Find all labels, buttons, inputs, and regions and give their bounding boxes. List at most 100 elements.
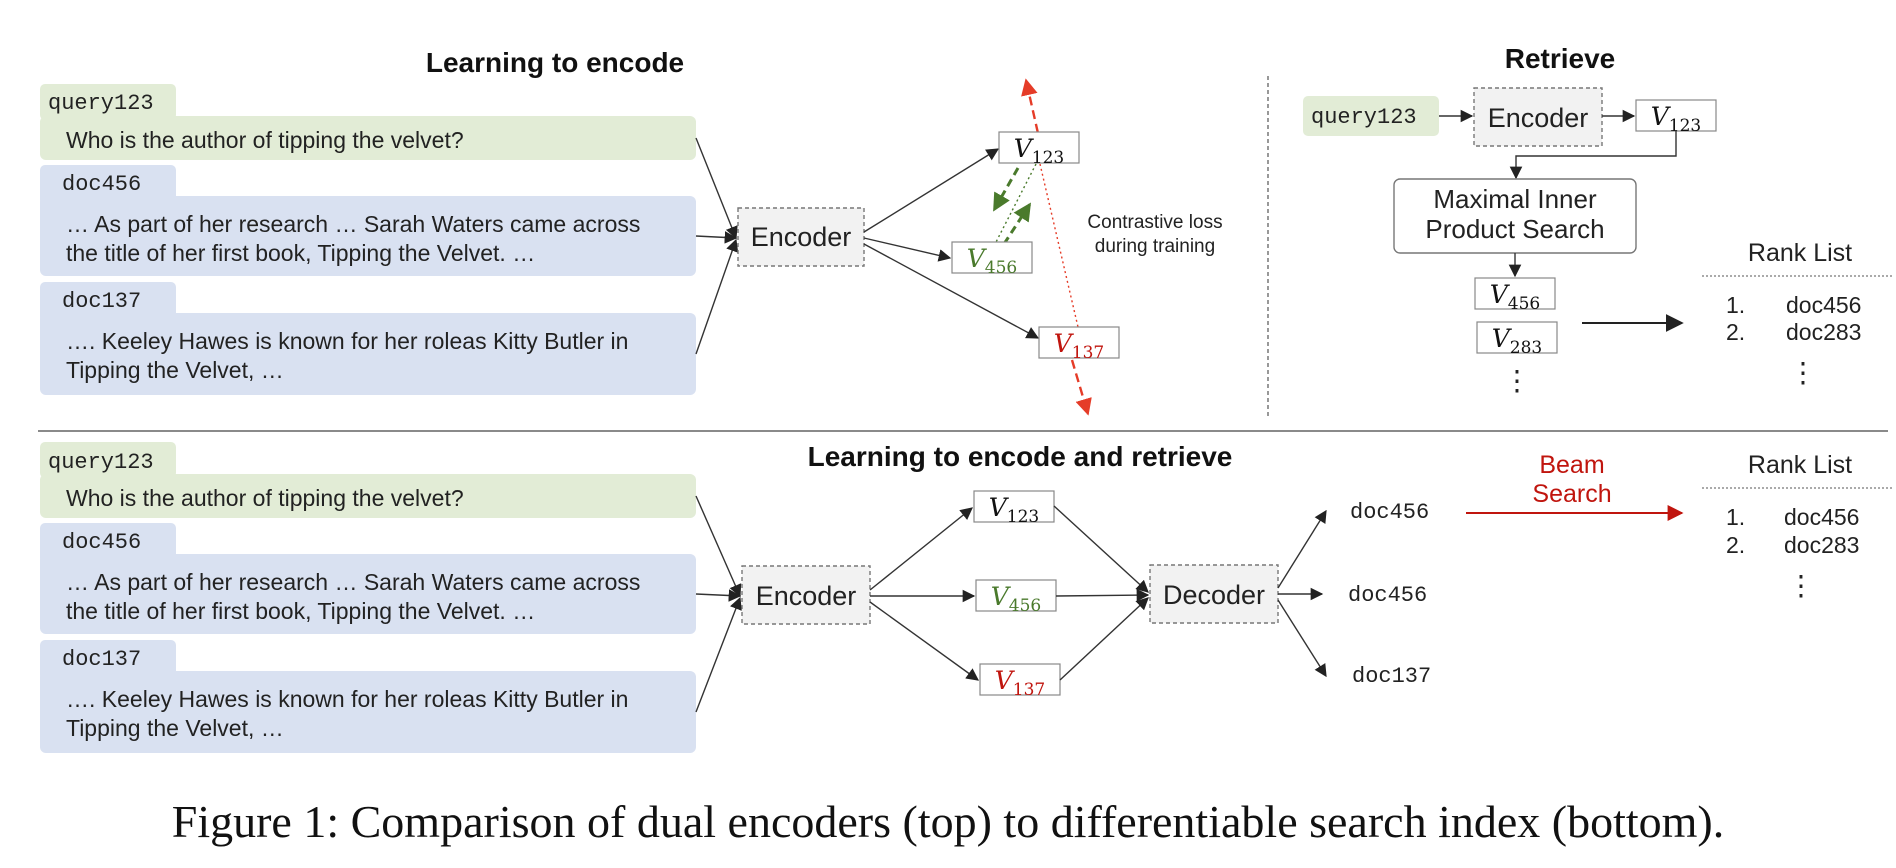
contrastive-green-arrow-toward-v123 [1002, 202, 1032, 245]
bottom-rank-item-0-doc: doc456 [1784, 504, 1859, 530]
top-rank-item-0-doc: doc456 [1786, 292, 1861, 318]
svg-text:V456: V456 [1490, 280, 1541, 314]
top-rank-item-1-num: 2. [1726, 319, 1745, 345]
top-doc456-line2: the title of her first book, Tipping the… [66, 240, 535, 266]
contrastive-red-arrow-down [1070, 359, 1092, 416]
bottom-encoder-label: Encoder [756, 581, 857, 611]
bottom-query-arrow [695, 495, 742, 598]
top-doc137-line2: Tipping the Velvet, … [66, 357, 284, 383]
decoder-to-output-2-arrow [1277, 599, 1327, 678]
top-doc456-line1: … As part of her research … Sarah Waters… [66, 211, 640, 237]
top-v137-sub: 137 [1072, 343, 1104, 363]
top-query-tag: query123 [48, 91, 154, 116]
bottom-doc137-line1: …. Keeley Hawes is known for her roleas … [66, 686, 628, 712]
svg-text:V137: V137 [995, 666, 1046, 700]
bottom-doc137-card: doc137 …. Keeley Hawes is known for her … [40, 640, 696, 753]
bottom-v456-base: V [991, 582, 1012, 611]
retrieve-v123-base: V [1651, 102, 1672, 131]
bottom-doc137-line2: Tipping the Velvet, … [66, 715, 284, 741]
retrieve-v123-to-mips-arrow [1509, 131, 1677, 180]
bottom-v137-to-decoder-arrow [1059, 597, 1149, 681]
bottom-enc-to-v137-arrow [869, 601, 980, 681]
bottom-v123-sub: 123 [1007, 507, 1039, 527]
bottom-rank-item-1-doc: doc283 [1784, 532, 1859, 558]
top-query-card: query123 Who is the author of tipping th… [40, 84, 696, 160]
retrieve-result-v456-box: V456 [1474, 277, 1556, 314]
bottom-query-text: Who is the author of tipping the velvet? [66, 485, 464, 511]
retrieve-query-tag: query123 [1311, 105, 1417, 130]
retrieve-v123-sub: 123 [1669, 116, 1701, 136]
svg-text:V283: V283 [1492, 324, 1543, 358]
svg-text:V123: V123 [1014, 134, 1065, 168]
top-rank-list: Rank List 1. doc456 2. doc283 ⋮ [1702, 239, 1894, 389]
bottom-encoder-box: Encoder [741, 565, 871, 625]
top-v123-box: V123 [998, 131, 1080, 168]
mips-line2: Product Search [1425, 214, 1604, 244]
bottom-rank-list: Rank List 1. doc456 2. doc283 ⋮ [1702, 451, 1894, 602]
bottom-v123-base: V [989, 493, 1010, 522]
top-doc137-tag: doc137 [62, 289, 141, 314]
decoder-output-0: doc456 [1350, 500, 1429, 525]
top-doc137-card: doc137 …. Keeley Hawes is known for her … [40, 282, 696, 395]
top-rank-item-0-num: 1. [1726, 292, 1745, 318]
svg-text:V137: V137 [1054, 329, 1105, 363]
decoder-box: Decoder [1149, 564, 1279, 624]
top-encoder-label: Encoder [751, 222, 852, 252]
bottom-doc456-arrow [695, 589, 742, 602]
bottom-doc456-line1: … As part of her research … Sarah Waters… [66, 569, 640, 595]
top-doc456-arrow [695, 231, 738, 244]
decoder-label: Decoder [1163, 580, 1265, 610]
top-v137-base: V [1054, 329, 1075, 358]
mips-line1: Maximal Inner [1433, 184, 1597, 214]
bottom-query-card: query123 Who is the author of tipping th… [40, 442, 696, 518]
bottom-title: Learning to encode and retrieve [808, 441, 1233, 472]
retrieve-query-tag-box: query123 [1303, 96, 1439, 136]
bottom-v456-sub: 456 [1009, 596, 1041, 616]
bottom-v456-to-decoder-arrow [1055, 588, 1150, 602]
bottom-v123-to-decoder-arrow [1053, 505, 1149, 593]
svg-text:V456: V456 [967, 244, 1018, 278]
bottom-doc456-line2: the title of her first book, Tipping the… [66, 598, 535, 624]
retrieve-v123-box: V123 [1635, 99, 1717, 136]
bottom-rank-title: Rank List [1748, 451, 1852, 479]
svg-text:V123: V123 [1651, 102, 1702, 136]
top-query-text: Who is the author of tipping the velvet? [66, 127, 464, 153]
top-doc456-card: doc456 … As part of her research … Sarah… [40, 165, 696, 276]
retrieve-result-0-sub: 456 [1508, 294, 1540, 314]
bottom-v123-box: V123 [973, 490, 1055, 527]
top-doc456-tag: doc456 [62, 172, 141, 197]
top-rank-ellipsis: ⋮ [1789, 356, 1817, 389]
retrieve-result-1-sub: 283 [1510, 338, 1542, 358]
top-query-arrow [695, 137, 738, 240]
retrieve-result-v283-box: V283 [1476, 321, 1558, 358]
bottom-v137-sub: 137 [1013, 680, 1045, 700]
top-v456-base: V [967, 244, 988, 273]
top-enc-to-v123-arrow [863, 148, 1000, 233]
bottom-doc456-tag: doc456 [62, 530, 141, 555]
figure-caption: Figure 1: Comparison of dual encoders (t… [171, 796, 1725, 847]
top-encoder-box: Encoder [737, 207, 865, 267]
beam-search-line2: Search [1532, 480, 1611, 508]
retrieve-encoder-label: Encoder [1488, 103, 1589, 133]
decoder-to-output-0-arrow [1277, 509, 1327, 589]
bottom-rank-item-0-num: 1. [1726, 504, 1745, 530]
bottom-v137-base: V [995, 666, 1016, 695]
top-enc-to-v137-arrow [863, 243, 1040, 339]
contrastive-green-arrow-toward-v456 [992, 167, 1020, 212]
top-v123-sub: 123 [1032, 148, 1064, 168]
top-rank-title: Rank List [1748, 239, 1852, 267]
retrieve-result-1-base: V [1492, 324, 1513, 353]
top-doc137-arrow [695, 238, 739, 355]
decoder-output-2: doc137 [1352, 664, 1431, 689]
decoder-output-1: doc456 [1348, 583, 1427, 608]
retrieve-result-0-base: V [1490, 280, 1511, 309]
top-v137-box: V137 [1038, 326, 1120, 363]
bottom-doc137-arrow [695, 596, 742, 713]
top-enc-to-v456-arrow [863, 237, 952, 262]
bottom-rank-item-1-num: 2. [1726, 532, 1745, 558]
top-v456-box: V456 [951, 241, 1033, 278]
diagram-canvas: Learning to encode query123 Who is the a… [38, 43, 1894, 753]
bottom-v456-box: V456 [975, 579, 1057, 616]
bottom-doc137-tag: doc137 [62, 647, 141, 672]
